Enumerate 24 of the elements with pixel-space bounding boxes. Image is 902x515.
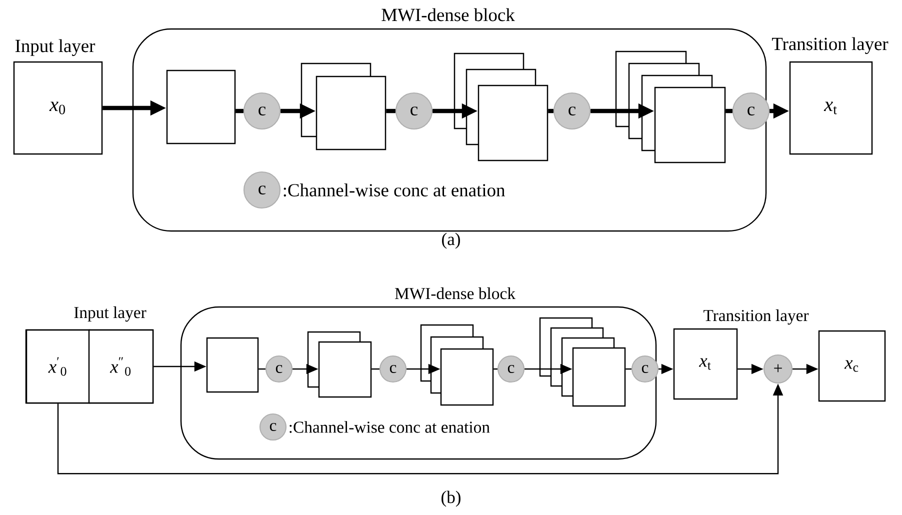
layer-box: x$_{0}$ — [13, 61, 103, 155]
feature-map-box — [166, 70, 236, 144]
panel-label: (a) — [442, 232, 460, 249]
layer-box: x$_{t}$ — [789, 61, 873, 155]
feature-map-stack — [539, 317, 626, 407]
legend-text: :Channel-wise conc at enation — [290, 421, 490, 433]
feature-map-stack — [307, 331, 372, 398]
block-title: MWI-dense block — [394, 287, 516, 300]
feature-map-box — [206, 337, 259, 393]
layer-title: Input layer — [15, 39, 96, 56]
layer-box: x$^{′}$0 — [26, 329, 90, 404]
layer-box: x$_{c}$ — [818, 330, 886, 402]
panel-label: (b) — [442, 490, 460, 507]
feature-map-stack — [420, 324, 494, 406]
layer-title: Transition layer — [772, 37, 888, 54]
block-title: MWI-dense block — [382, 8, 515, 22]
legend-text: :Channel-wise conc at enation — [284, 184, 505, 197]
layer-title: Transition layer — [704, 309, 809, 325]
feature-map-stack — [454, 52, 548, 162]
layer-title: Input layer — [74, 306, 146, 322]
feature-map-stack — [300, 62, 386, 150]
layer-box: x$_{t}$ — [673, 328, 738, 400]
layer-box: x$^{″}$0 — [88, 329, 154, 404]
feature-map-stack — [615, 50, 726, 164]
